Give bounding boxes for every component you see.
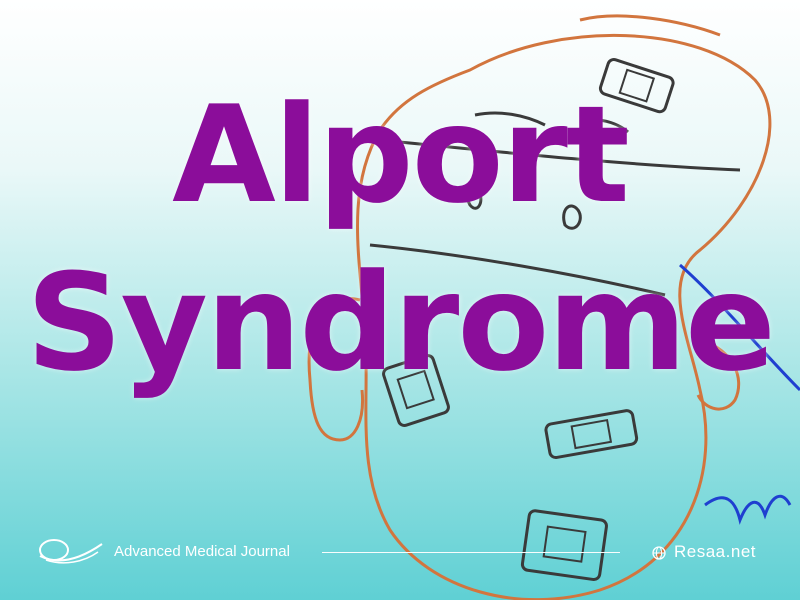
left-lobe: [307, 297, 365, 442]
footer-bar: Advanced Medical Journal Resaa.net: [0, 530, 800, 574]
bandage-left: [382, 353, 450, 428]
globe-icon: [652, 546, 666, 560]
ureter-scribble: [704, 494, 792, 525]
right-brow: [584, 118, 629, 134]
right-lobe: [696, 338, 741, 411]
left-eye: [465, 184, 483, 210]
bandage-bottom: [520, 509, 608, 581]
right-eye: [562, 204, 582, 230]
bandage-middle: [544, 409, 639, 460]
title-line-2: Syndrome: [26, 245, 776, 401]
ureter-line: [679, 263, 800, 392]
footer-divider: [322, 552, 620, 553]
title-line-1: Alport: [172, 77, 630, 233]
website-link[interactable]: Resaa.net: [674, 542, 756, 561]
bandage-top: [598, 58, 675, 114]
belt-top-line: [379, 138, 741, 172]
belt-bottom-line: [369, 243, 666, 297]
wave-logo-icon: [39, 539, 103, 564]
top-squiggle: [579, 14, 721, 37]
kidney-outline: [356, 33, 772, 600]
left-brow: [474, 111, 546, 127]
journal-name: Advanced Medical Journal: [114, 543, 290, 560]
